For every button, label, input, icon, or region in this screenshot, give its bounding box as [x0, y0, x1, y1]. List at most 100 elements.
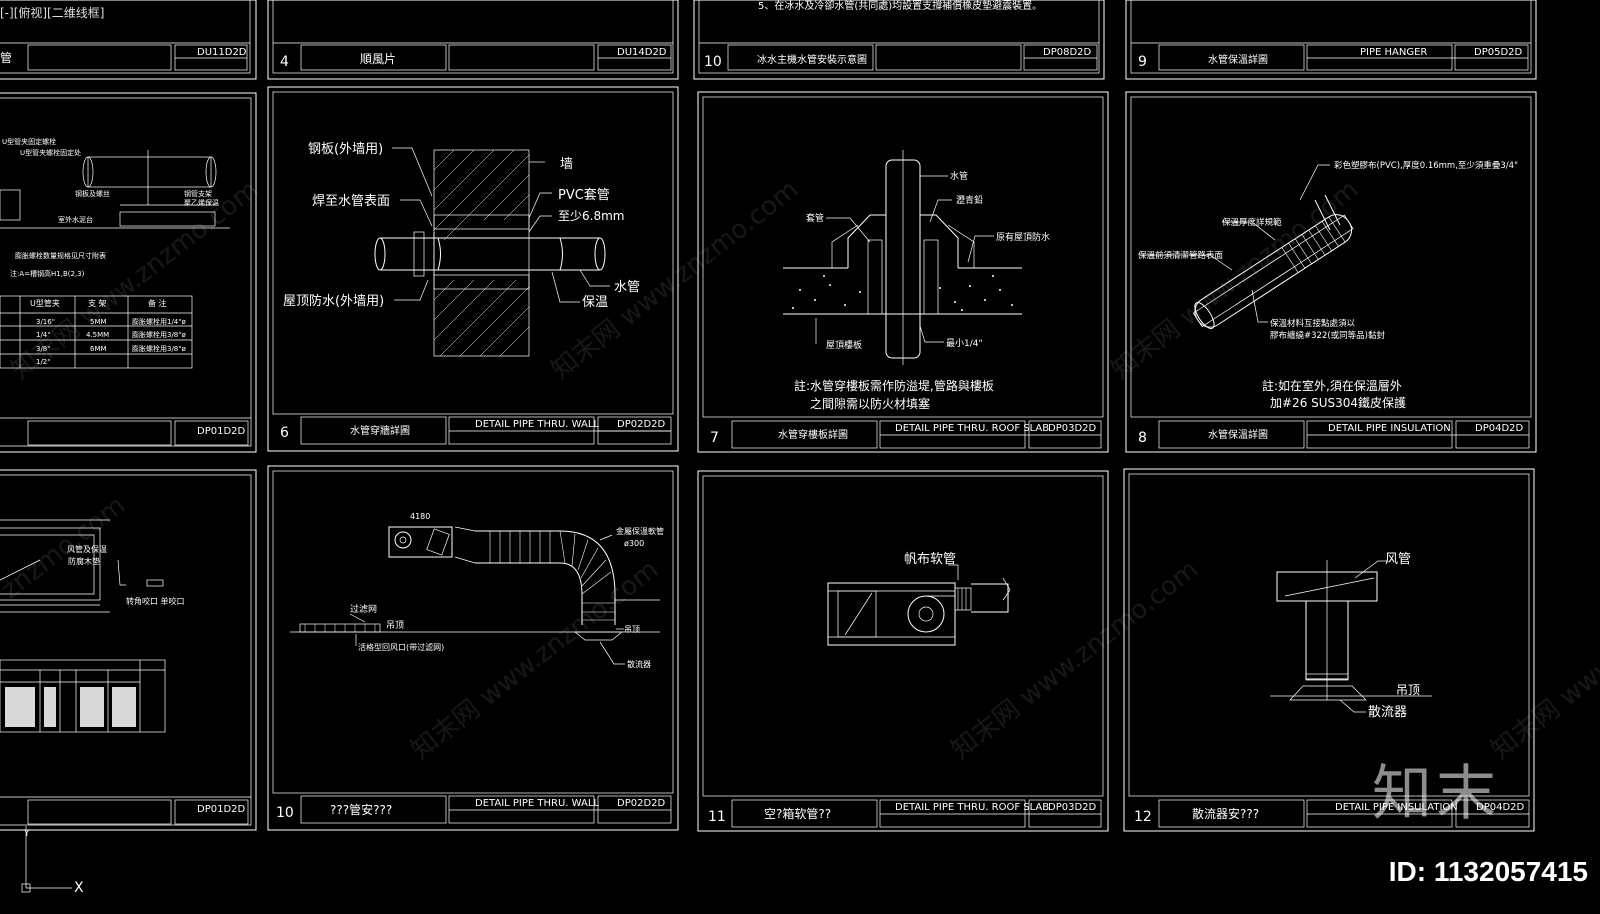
drawing-label: 金屬保溫軟管 — [616, 526, 664, 536]
sheet-code: DP01D2D — [197, 426, 246, 437]
sheet-note: 5、在冰水及冷卻水管(共同處)均設置支撐補償橡皮墊避震裝置。 — [758, 0, 1042, 12]
sheet-en-title: DETAIL PIPE THRU. WALL — [475, 798, 599, 809]
drawing-label: 吊顶 — [1396, 683, 1420, 697]
sheet-title: 水管保溫詳圖 — [1208, 428, 1268, 441]
sheet-bot-1: DP01D2D 风管及保温 防腐木垫 转角咬口 单咬口 — [0, 469, 257, 831]
sheet-title: 水管穿樓板詳圖 — [778, 428, 848, 441]
sheet-code: DP03D2D — [1048, 423, 1097, 434]
sheet-title: ???管安??? — [330, 802, 392, 817]
sheet-code: DU14D2D — [617, 47, 667, 58]
drawing-label: Y — [23, 829, 30, 839]
drawing-label: 聚乙烯保温 — [184, 198, 219, 207]
drawing-label: 散流器 — [627, 659, 651, 669]
drawing-label: 4180 — [410, 512, 430, 521]
drawing-label: ø300 — [624, 539, 644, 548]
sheet-title: 空?箱软管?? — [764, 806, 831, 821]
sheet-11-fcu: 11 空?箱软管?? DETAIL PIPE THRU. ROOF SLAB D… — [697, 470, 1109, 832]
drawing-label: 防腐木垫 — [68, 556, 100, 566]
sheet-code: DP02D2D — [617, 419, 666, 430]
sheet-num: 7 — [710, 430, 719, 446]
drawing-label: 原有屋頂防水 — [996, 231, 1050, 243]
drawing-label: 支 架 — [88, 298, 107, 308]
sheet-8-pipe-insulation: 8 水管保溫詳圖 DETAIL PIPE INSULATION DP04D2D … — [1125, 91, 1537, 453]
ucs-icon: Y X — [21, 826, 84, 896]
drawing-label: 保溫厚度詳規範 — [1222, 217, 1282, 228]
sheet-code: DP08D2D — [1043, 47, 1092, 58]
sheet-title: 散流器安??? — [1192, 806, 1259, 821]
drawing-label: 知末网 www.znzmo.com — [546, 175, 804, 386]
drawing-label: 3/8" — [36, 345, 51, 353]
drawing-label: 最小1/4" — [946, 338, 983, 349]
drawing-label: 吊顶 — [386, 620, 404, 631]
drawing-label: 知末网 www.znzmo.com — [946, 555, 1204, 766]
drawing-label: 钢板(外墙用) — [308, 142, 383, 157]
viewport-label[interactable]: [-][俯视][二维线框] — [0, 6, 105, 20]
sheet-top-3: 5、在冰水及冷卻水管(共同處)均設置支撐補償橡皮墊避震裝置。 10 冰水主機水管… — [693, 0, 1105, 80]
drawing-label: 1/2" — [36, 358, 51, 366]
drawing-label: 彩色塑膠布(PVC),厚度0.16mm,至少須重疊3/4" — [1334, 160, 1518, 171]
drawing-label: 1/4" — [36, 331, 51, 339]
sheet-10-duct: 10 ???管安??? DETAIL PIPE THRU. WALL DP02D… — [267, 465, 679, 831]
sheet-code: DP02D2D — [617, 798, 666, 809]
drawing-label: 钢管支架 — [184, 189, 212, 198]
brand-logo: 知末 — [1372, 759, 1500, 829]
sheet-en-title: DETAIL PIPE THRU. WALL — [475, 419, 599, 430]
drawing-label: 加#26 SUS304鐵皮保護 — [1270, 395, 1406, 410]
drawing-label: 保温 — [582, 295, 608, 310]
sheet-mid-1: DP01D2D U型管夹固定螺栓 U型管夹螺栓固定处 钢板及螺丝 钢管支架 聚乙… — [0, 92, 257, 453]
sheet-num: 9 — [1138, 54, 1147, 70]
drawing-label: 至少6.8mm — [558, 209, 624, 223]
sheet-top-1: DU11D2D 管 — [0, 0, 257, 80]
sheet-12-diffuser: 12 散流器安??? DETAIL PIPE INSULATION DP04D2… — [1123, 468, 1535, 832]
sheet-top-4: 9 水管保溫詳圖 PIPE HANGER DP05D2D — [1125, 0, 1537, 80]
sheet-code: DP05D2D — [1474, 47, 1523, 58]
drawing-label: 屋頂樓板 — [826, 339, 862, 351]
drawing-label: 室外水泥台 — [58, 215, 93, 224]
sheet-6-pipe-thru-wall: 6 水管穿牆詳圖 DETAIL PIPE THRU. WALL DP02D2D — [267, 86, 679, 452]
drawing-label: 套管 — [806, 212, 824, 224]
drawing-label: PVC套管 — [558, 187, 610, 203]
drawing-label: 6MM — [90, 345, 107, 353]
drawing-label: 膠布纏繞#322(或同等品)黏封 — [1270, 330, 1385, 341]
drawing-label: 风管及保温 — [67, 544, 107, 554]
drawing-label: U型管夹固定螺栓 — [2, 137, 56, 146]
sheet-num: 12 — [1134, 809, 1152, 825]
drawing-label: 知末网 www.znzmo.com — [406, 555, 664, 766]
drawing-label: 转角咬口 单咬口 — [126, 596, 185, 606]
sheet-num: 8 — [1138, 430, 1147, 446]
sheet-title: 水管穿牆詳圖 — [350, 424, 410, 437]
sheet-num: 11 — [708, 809, 726, 825]
drawing-label: 膨胀螺栓用3/8"ø — [132, 330, 186, 339]
sheet-code: DP01D2D — [197, 804, 246, 815]
sheet-en-title: DETAIL PIPE INSULATION — [1335, 802, 1458, 813]
drawing-label: 过滤网 — [350, 603, 377, 615]
sheet-top-2: 4 順風片 DU14D2D — [267, 0, 679, 80]
sheet-en-title: PIPE HANGER — [1360, 47, 1427, 58]
drawing-label: 水管 — [614, 280, 640, 295]
sheet-num: 4 — [280, 54, 289, 70]
drawing-label: 膨胀螺栓用3/8"ø — [132, 344, 186, 353]
drawing-label: 散流器 — [1368, 705, 1407, 720]
sheet-en-title: DETAIL PIPE THRU. ROOF SLAB — [895, 802, 1049, 813]
drawing-label: 知末网 www.znzmo.com — [1106, 175, 1364, 386]
drawing-label: 瀝青鉛 — [956, 194, 983, 206]
drawing-label: 保溫前須清潔管路表面 — [1138, 250, 1224, 261]
svg-text:管: 管 — [0, 50, 12, 65]
sheet-title: 冰水主機水管安裝示意圖 — [757, 53, 867, 66]
sheet-num: 10 — [704, 54, 722, 70]
drawing-label: X — [74, 880, 84, 896]
sheet-title: 順風片 — [360, 52, 396, 66]
sheet-en-title: DETAIL PIPE THRU. ROOF SLAB — [895, 423, 1049, 434]
sheet-title: 水管保溫詳圖 — [1208, 53, 1268, 66]
drawing-label: 知末网 www.znzmo.com — [1486, 555, 1600, 766]
drawing-label: 5MM — [90, 318, 107, 326]
drawing-label: 4.5MM — [86, 331, 109, 339]
drawing-label: 吊顶 — [624, 625, 640, 634]
sheet-code: DP03D2D — [1048, 802, 1097, 813]
sheet-code: DP04D2D — [1475, 423, 1524, 434]
drawing-label: 膨胀螺栓数量规格见尺寸附表 — [15, 251, 106, 260]
drawing-label: 注:A=槽钢高H1,B(2,3) — [10, 269, 85, 278]
drawing-label: U型管夹 — [30, 298, 60, 308]
drawing-label: 屋顶防水(外墙用) — [283, 293, 384, 309]
